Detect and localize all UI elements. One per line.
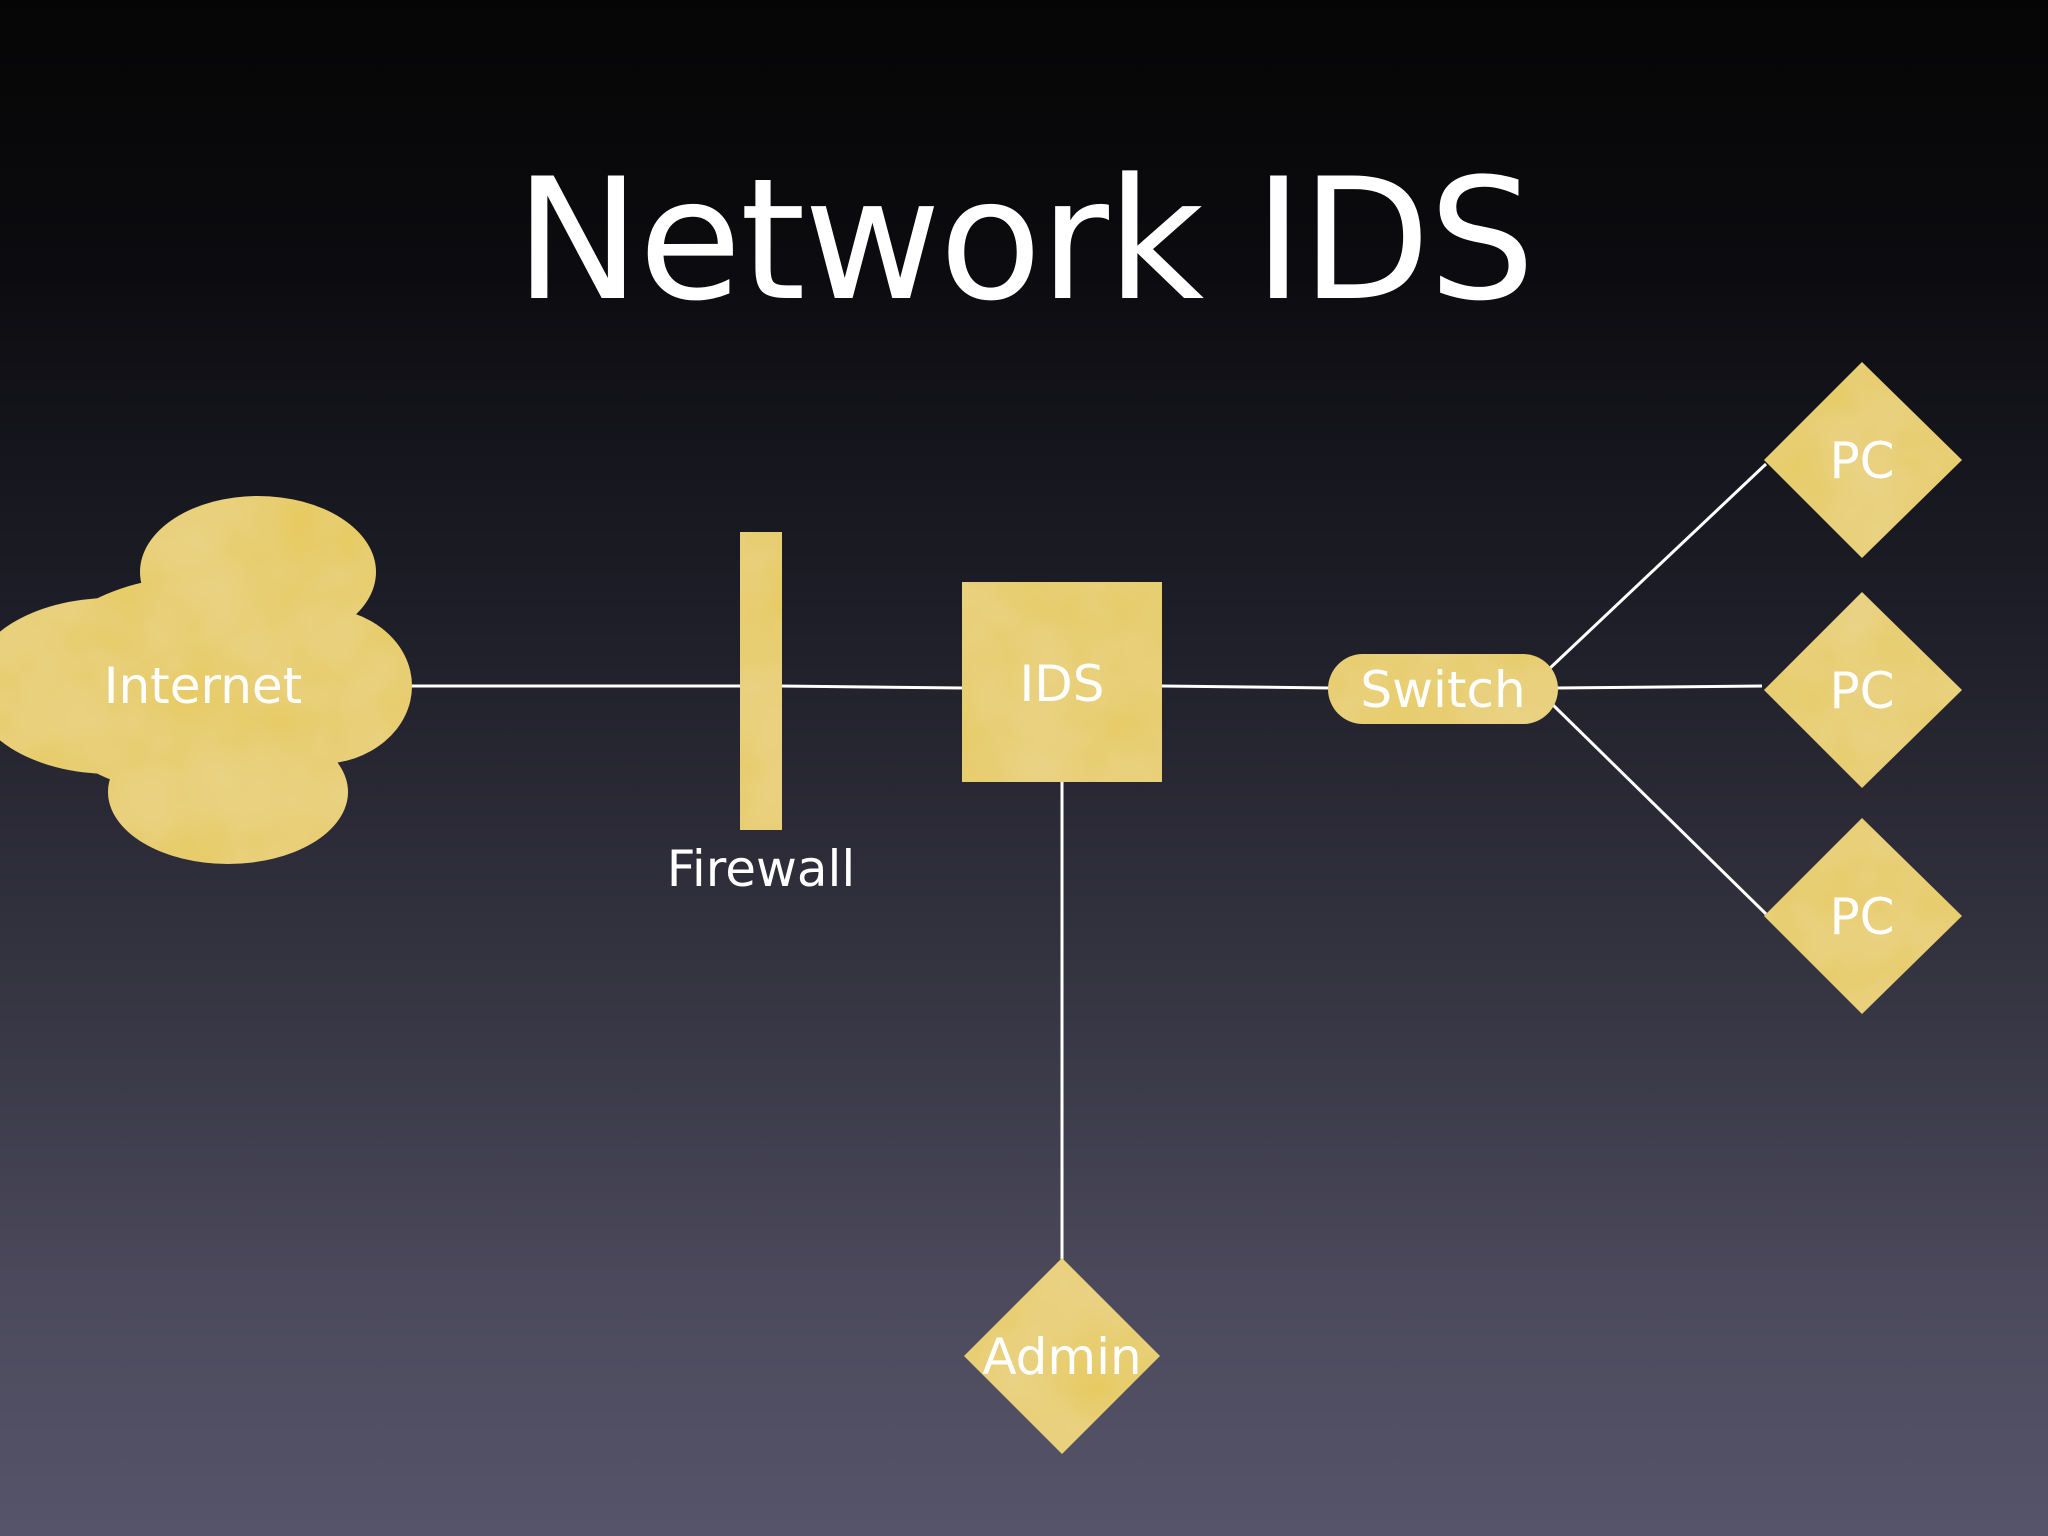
firewall-bar xyxy=(740,532,782,830)
admin-diamond xyxy=(964,1258,1160,1454)
link-switch-pc-3 xyxy=(1548,700,1768,916)
pc-3-diamond xyxy=(1764,818,1962,1014)
pc-1-diamond xyxy=(1764,362,1962,558)
pc-2-label: PC xyxy=(1829,662,1894,720)
slide-title: Network IDS xyxy=(514,142,1535,338)
link-ids-switch xyxy=(1161,684,1331,690)
ids-label: IDS xyxy=(1020,655,1105,713)
link-firewall-ids xyxy=(779,684,963,690)
pc-2-diamond xyxy=(1764,592,1962,788)
internet-cloud-icon xyxy=(0,496,412,864)
pc-1-label: PC xyxy=(1829,432,1894,490)
switch-label: Switch xyxy=(1360,661,1525,719)
link-switch-pc-2 xyxy=(1555,684,1763,690)
internet-label: Internet xyxy=(104,657,303,715)
link-switch-pc-1 xyxy=(1546,462,1768,672)
switch-pill xyxy=(1328,654,1558,724)
firewall-label: Firewall xyxy=(667,840,856,898)
pc-3-label: PC xyxy=(1829,888,1894,946)
ids-box xyxy=(962,582,1162,782)
admin-label: Admin xyxy=(982,1328,1141,1386)
